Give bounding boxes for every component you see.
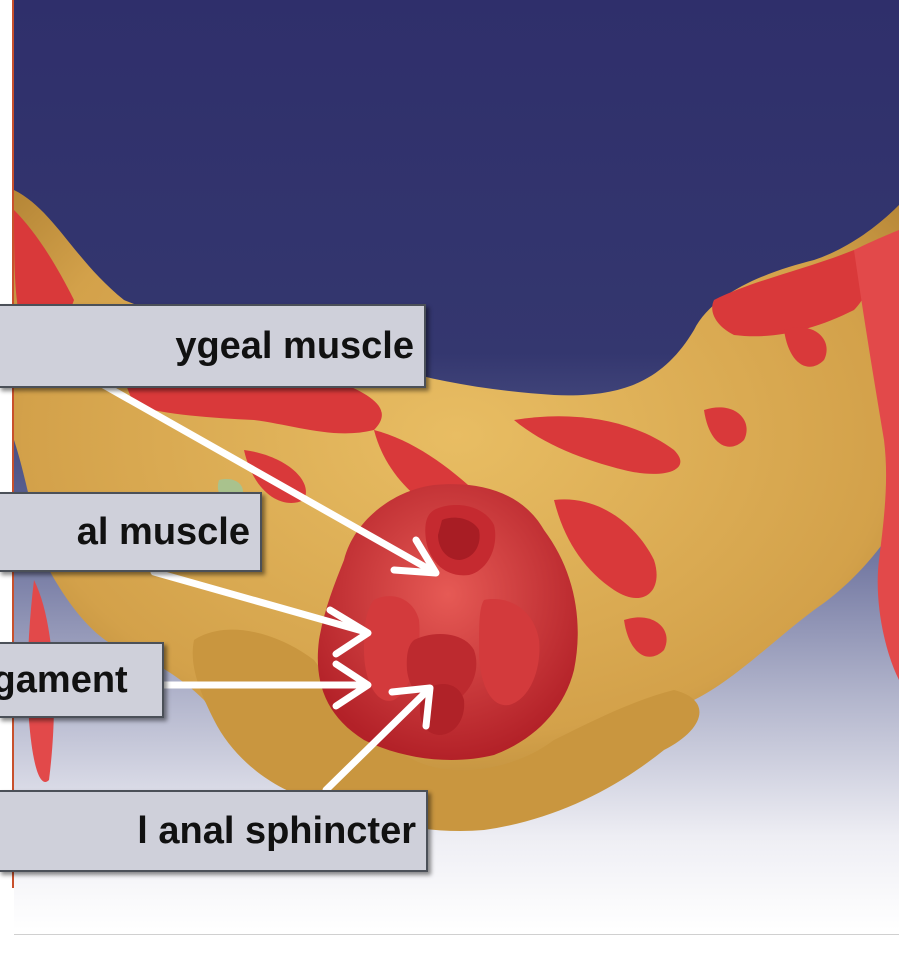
label-ligament: igament [0, 642, 164, 718]
label-text: igament [0, 661, 128, 699]
label-rectal-muscle: al muscle [0, 492, 262, 572]
label-text: ygeal muscle [175, 327, 414, 365]
label-pubococcygeal-muscle: ygeal muscle [0, 304, 426, 388]
label-text: l anal sphincter [137, 812, 416, 850]
footer-divider [14, 934, 899, 935]
label-anal-sphincter: l anal sphincter [0, 790, 428, 872]
label-text: al muscle [77, 513, 250, 551]
